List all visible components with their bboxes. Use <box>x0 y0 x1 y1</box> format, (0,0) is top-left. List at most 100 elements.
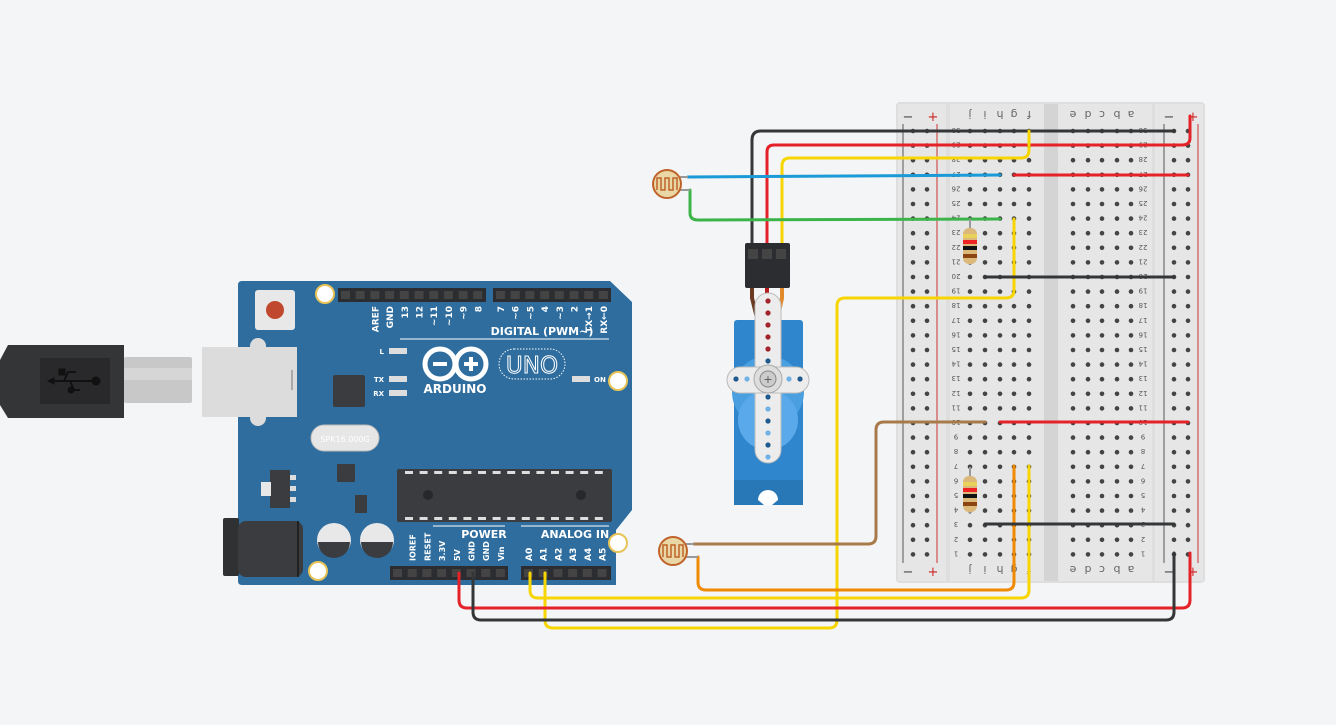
breadboard-hole[interactable] <box>1171 449 1177 455</box>
wire-servo-signal[interactable] <box>780 129 1031 247</box>
breadboard-hole[interactable] <box>1026 187 1032 192</box>
breadboard-hole[interactable] <box>1128 537 1134 543</box>
breadboard-hole[interactable] <box>1085 201 1091 207</box>
breadboard-hole[interactable] <box>1185 493 1191 499</box>
breadboard-hole[interactable] <box>1114 216 1120 221</box>
breadboard-hole[interactable] <box>1185 347 1191 353</box>
breadboard-hole[interactable] <box>982 391 988 397</box>
breadboard-hole[interactable] <box>1085 260 1091 265</box>
breadboard-hole[interactable] <box>1026 391 1032 397</box>
breadboard-hole[interactable] <box>1085 216 1091 221</box>
breadboard-hole[interactable] <box>1114 347 1120 353</box>
digital-pin[interactable] <box>370 291 380 299</box>
breadboard-hole[interactable] <box>982 464 988 470</box>
digital-pin[interactable] <box>414 291 424 299</box>
digital-pin[interactable] <box>443 291 453 299</box>
breadboard-hole[interactable] <box>910 274 916 280</box>
breadboard-hole[interactable] <box>1070 333 1076 338</box>
breadboard-hole[interactable] <box>1085 318 1091 324</box>
breadboard-hole[interactable] <box>1085 230 1091 236</box>
breadboard-hole[interactable] <box>1185 479 1191 484</box>
power-pin[interactable] <box>407 569 417 577</box>
breadboard-hole[interactable] <box>910 303 916 309</box>
breadboard-hole[interactable] <box>997 493 1003 499</box>
breadboard-hole[interactable] <box>967 187 973 192</box>
breadboard-hole[interactable] <box>1171 508 1177 513</box>
breadboard-hole[interactable] <box>910 318 916 324</box>
breadboard-hole[interactable] <box>1070 318 1076 324</box>
breadboard-hole[interactable] <box>1114 260 1120 265</box>
breadboard-hole[interactable] <box>924 552 930 557</box>
breadboard-hole[interactable] <box>982 260 988 265</box>
breadboard-hole[interactable] <box>1171 216 1177 221</box>
breadboard-hole[interactable] <box>967 347 973 353</box>
breadboard-hole[interactable] <box>1128 333 1134 338</box>
wire-ldr1-row27[interactable] <box>686 173 1002 179</box>
breadboard-hole[interactable] <box>1171 333 1177 338</box>
breadboard-hole[interactable] <box>1171 318 1177 324</box>
resistor-bottom[interactable] <box>963 467 977 514</box>
breadboard-hole[interactable] <box>1128 376 1134 382</box>
digital-pin[interactable] <box>554 291 564 299</box>
breadboard-hole[interactable] <box>1171 303 1177 309</box>
breadboard-hole[interactable] <box>1026 318 1032 324</box>
breadboard-hole[interactable] <box>1026 303 1032 309</box>
breadboard-hole[interactable] <box>1185 333 1191 338</box>
breadboard-hole[interactable] <box>924 333 930 338</box>
breadboard-hole[interactable] <box>1026 449 1032 455</box>
breadboard-hole[interactable] <box>1070 464 1076 470</box>
breadboard-hole[interactable] <box>982 187 988 192</box>
breadboard-hole[interactable] <box>997 333 1003 338</box>
breadboard-hole[interactable] <box>1128 289 1134 294</box>
breadboard-hole[interactable] <box>910 479 916 484</box>
breadboard-hole[interactable] <box>1114 333 1120 338</box>
breadboard-hole[interactable] <box>982 552 988 557</box>
breadboard-hole[interactable] <box>910 464 916 470</box>
breadboard-hole[interactable] <box>982 449 988 455</box>
breadboard-hole[interactable] <box>1085 552 1091 557</box>
power-pin[interactable] <box>466 569 476 577</box>
resistor-top[interactable] <box>963 219 977 264</box>
breadboard-hole[interactable] <box>1026 201 1032 207</box>
breadboard-hole[interactable] <box>1085 289 1091 294</box>
breadboard-hole[interactable] <box>1185 260 1191 265</box>
breadboard-hole[interactable] <box>1085 449 1091 455</box>
analog-pin[interactable] <box>582 569 592 577</box>
breadboard-hole[interactable] <box>1171 230 1177 236</box>
breadboard-hole[interactable] <box>1099 245 1105 251</box>
breadboard-hole[interactable] <box>1026 376 1032 382</box>
breadboard-hole[interactable] <box>997 303 1003 309</box>
breadboard-hole[interactable] <box>1070 230 1076 236</box>
breadboard-hole[interactable] <box>967 406 973 411</box>
breadboard-hole[interactable] <box>1114 493 1120 499</box>
breadboard-hole[interactable] <box>1128 449 1134 455</box>
breadboard-hole[interactable] <box>1070 493 1076 499</box>
breadboard-hole[interactable] <box>1128 201 1134 207</box>
breadboard-hole[interactable] <box>982 406 988 411</box>
breadboard-hole[interactable] <box>1114 362 1120 367</box>
breadboard-hole[interactable] <box>1171 537 1177 543</box>
breadboard-hole[interactable] <box>1099 303 1105 309</box>
breadboard-hole[interactable] <box>1128 493 1134 499</box>
breadboard-hole[interactable] <box>1185 391 1191 397</box>
digital-pin[interactable] <box>540 291 550 299</box>
digital-pin[interactable] <box>473 291 483 299</box>
breadboard-hole[interactable] <box>1099 406 1105 411</box>
breadboard-hole[interactable] <box>982 508 988 513</box>
breadboard-hole[interactable] <box>1171 201 1177 207</box>
breadboard-hole[interactable] <box>982 537 988 543</box>
breadboard-hole[interactable] <box>1099 493 1105 499</box>
breadboard-hole[interactable] <box>1114 376 1120 382</box>
breadboard-hole[interactable] <box>1070 157 1076 163</box>
power-pin[interactable] <box>422 569 432 577</box>
breadboard-hole[interactable] <box>997 289 1003 294</box>
breadboard-hole[interactable] <box>1185 522 1191 528</box>
breadboard-hole[interactable] <box>982 201 988 207</box>
breadboard-hole[interactable] <box>1171 493 1177 499</box>
breadboard-hole[interactable] <box>924 479 930 484</box>
breadboard-hole[interactable] <box>1185 376 1191 382</box>
breadboard-hole[interactable] <box>1128 391 1134 397</box>
breadboard-hole[interactable] <box>1185 187 1191 192</box>
